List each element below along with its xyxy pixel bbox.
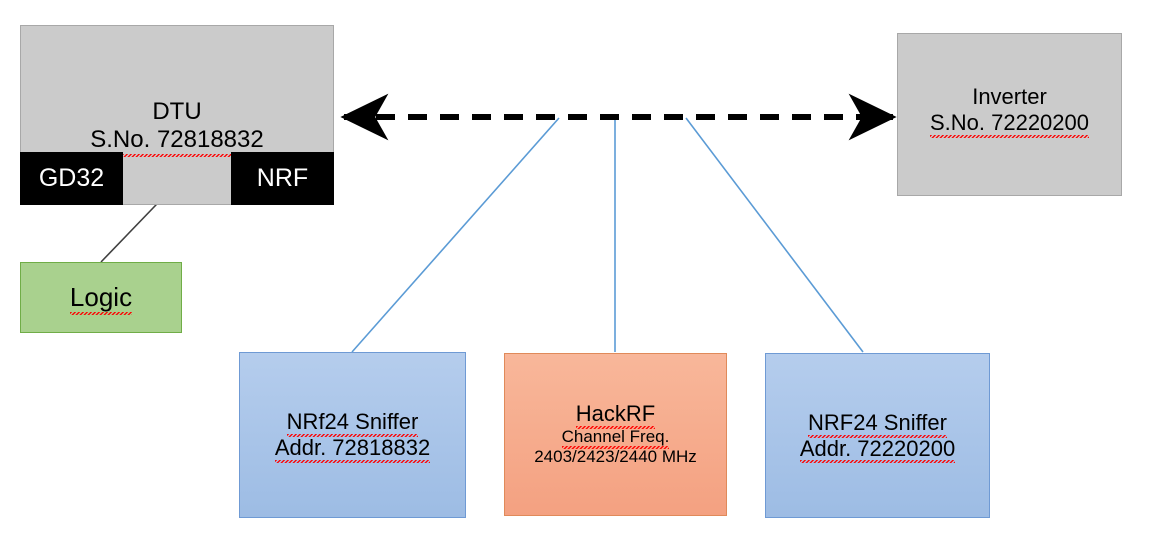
sniffer-right-addr: Addr. 72220200 <box>799 435 956 464</box>
node-logic[interactable]: Logic <box>20 262 182 333</box>
node-hackrf[interactable]: HackRF Channel Freq. 2403/2423/2440 MHz <box>504 353 727 516</box>
tap-line-sniffer-right <box>685 117 864 353</box>
node-gd32[interactable]: GD32 <box>20 152 123 205</box>
node-nrf[interactable]: NRF <box>231 152 334 205</box>
hackrf-channel-label: Channel Freq. <box>561 427 670 450</box>
dtu-name: DTU <box>152 98 202 125</box>
gd32-label: GD32 <box>38 163 105 192</box>
hackrf-frequencies: 2403/2423/2440 MHz <box>534 447 697 467</box>
sniffer-left-addr: Addr. 72818832 <box>274 435 431 463</box>
hackrf-name: HackRF <box>575 401 656 430</box>
inverter-serial: S.No. 72220200 <box>929 109 1090 138</box>
sniffer-right-name: NRF24 Sniffer <box>808 409 947 438</box>
inverter-name: Inverter <box>972 84 1047 109</box>
node-sniffer-left[interactable]: NRf24 Sniffer Addr. 72818832 <box>239 352 466 518</box>
nrf-label: NRF <box>256 163 309 192</box>
node-inverter[interactable]: Inverter S.No. 72220200 <box>897 33 1122 196</box>
dtu-serial: S.No. 72818832 <box>90 126 265 157</box>
sniffer-left-name: NRf24 Sniffer <box>286 409 419 437</box>
logic-label: Logic <box>69 282 133 315</box>
node-sniffer-right[interactable]: NRF24 Sniffer Addr. 72220200 <box>765 353 990 518</box>
tap-line-sniffer-left <box>351 117 560 353</box>
